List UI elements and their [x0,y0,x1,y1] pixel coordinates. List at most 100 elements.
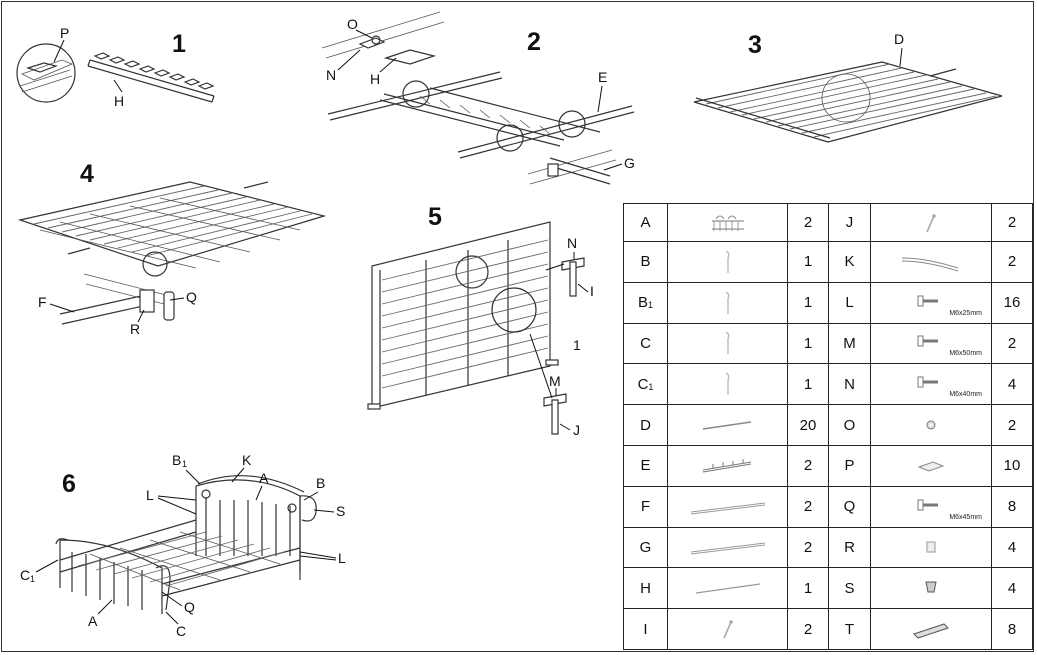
bolt-icon: M6x40mm [876,369,986,399]
part-image-cell [667,526,788,569]
callout-label: Q [186,289,197,305]
bolt-size-label: M6x50mm [949,350,982,358]
parts-row: B1 1 L M6x25mm 16 [623,281,1033,324]
part-letter: S [844,579,855,597]
parts-row: C 1 M M6x50mm 2 [623,322,1033,365]
detail-magnifier [16,43,76,103]
part-qty: 4 [1007,579,1017,597]
part-letter: R [844,538,855,556]
part-letter-cell: I [623,608,668,650]
part-letter: A [640,214,651,231]
part-letter-cell: F [623,485,668,528]
part-image-cell [870,526,992,569]
part-qty: 2 [803,620,813,638]
part-image-cell: M6x25mm [870,281,992,324]
part-letter-cell: A [623,203,668,242]
part-image-cell [870,203,992,242]
callout-label: K [242,452,252,468]
callout-label: H [114,93,124,109]
part-letter: T [844,620,855,638]
part-letter-cell: D [623,404,668,446]
part-image-cell [667,485,788,528]
bolt-size-label: M6x45mm [949,513,982,521]
part-letter: J [845,214,854,231]
washer-icon [876,410,986,440]
parts-row: B 1 K 2 [623,241,1033,283]
part-letter: K [844,253,855,271]
part-image-cell [667,444,788,487]
step-number: 2 [527,28,541,56]
part-qty: 2 [803,214,813,231]
part-qty: 2 [1007,416,1017,434]
part-qty-cell: 2 [787,608,829,650]
bracket-icon [876,532,986,562]
part-qty: 20 [799,416,817,434]
step-3-panel: 3 D [693,31,1003,143]
part-letter-subscript: 1 [648,381,654,392]
part-image-cell: M6x50mm [870,322,992,365]
part-letter-cell: E [623,444,668,487]
part-image-cell [870,241,992,283]
parts-row: A 2 J 2 [623,203,1033,242]
part-qty: 10 [1003,457,1021,475]
leg-post-icon [673,369,783,399]
part-image-cell [870,608,992,650]
part-letter: M [843,334,856,352]
callout-label: F [38,294,47,310]
part-letter: Q [843,498,856,516]
parts-row: G 2 R 4 [623,526,1033,569]
part-qty: 2 [1007,253,1017,271]
part-qty-cell: 4 [991,363,1033,406]
part-letter: F [640,498,651,516]
part-qty: 8 [1007,498,1017,516]
bolt-icon: M6x45mm [876,492,986,522]
part-letter: B [640,253,651,271]
step-number: 6 [62,470,76,498]
part-image-cell [667,363,788,406]
callout-label: G [624,155,635,171]
part-image-cell [870,404,992,446]
part-letter-cell: C [623,322,668,365]
part-letter-cell: J [828,203,871,242]
part-letter: E [640,457,651,475]
part-letter-cell: N [828,363,871,406]
center-rail [379,93,565,147]
part-qty: 16 [1003,294,1021,312]
part-qty: 2 [803,498,813,516]
callout-label-subscript: 1 [30,574,35,584]
callout-label: N [326,67,336,83]
leg-post-icon [673,247,783,277]
long-rail-icon [673,573,783,603]
callout-label: L [338,550,346,566]
part-letter-cell: R [828,526,871,569]
part-letter-cell: G [623,526,668,569]
callout-label: B [172,452,181,468]
part-letter: L [845,294,854,312]
part-qty-cell: 8 [991,608,1033,650]
pad-icon [876,451,986,481]
part-qty-cell: 20 [787,404,829,446]
leg-post-icon [673,328,783,358]
part-letter-cell: Q [828,485,871,528]
step-number: 4 [80,160,94,188]
part-qty: 2 [803,457,813,475]
part-letter: C [640,334,651,352]
part-qty-cell: 2 [991,241,1033,283]
part-qty-cell: 2 [991,404,1033,446]
callout-label: O [347,16,358,32]
callout-label: L [146,487,154,503]
part-qty: 4 [1007,538,1017,556]
parts-row: I 2 T 8 [623,608,1033,650]
part-qty-cell: 16 [991,281,1033,324]
part-qty-cell: 1 [787,567,829,610]
part-image-cell [870,444,992,487]
callout-label: E [598,69,607,85]
callout-label: A [259,470,269,486]
wrench-icon [876,614,986,644]
part-qty-cell: 1 [787,363,829,406]
part-letter-cell: S [828,567,871,610]
part-letter-cell: O [828,404,871,446]
parts-table-body: A 2 J 2 B 1 K 2 B1 1 L M6x25mm 16 [623,203,1033,650]
part-image-cell [667,241,788,283]
